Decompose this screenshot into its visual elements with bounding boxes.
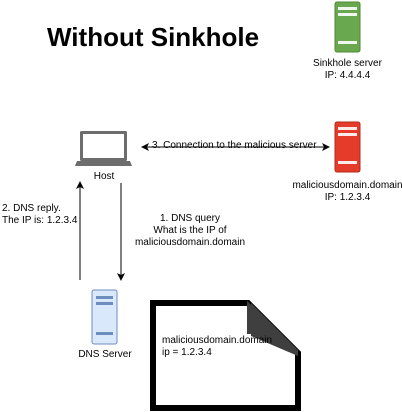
sinkhole-server-ip: IP: 4.4.4.4 [324, 70, 371, 81]
dns-record-text: maliciousdomain.domain ip = 1.2.3.4 [162, 335, 272, 359]
dns-reply-label: 2. DNS reply. The IP is: 1.2.3.4 [2, 203, 77, 227]
dns-query-line-3: maliciousdomain.domain [134, 237, 246, 248]
dns-server-icon [91, 289, 118, 345]
dns-record-domain: maliciousdomain.domain [162, 335, 273, 346]
dns-server-label: DNS Server [78, 349, 132, 360]
malicious-server-label: maliciousdomain.domain IP: 1.2.3.4 [285, 180, 402, 204]
diagram-title: Without Sinkhole [47, 22, 260, 52]
malicious-server-name: maliciousdomain.domain [292, 180, 402, 191]
dns-query-line-1: 1. DNS query [159, 213, 221, 224]
host-label: Host [93, 171, 115, 182]
dns-record-ip: ip = 1.2.3.4 [162, 347, 212, 358]
dns-record-document [150, 300, 301, 411]
sinkhole-server-icon [334, 1, 361, 53]
dns-query-line-2: What is the IP of [153, 225, 227, 236]
dns-query-label: 1. DNS query What is the IP of malicious… [125, 213, 255, 249]
malicious-server-icon [334, 121, 361, 173]
sinkhole-server-label: Sinkhole server IP: 4.4.4.4 [300, 58, 395, 82]
malicious-server-ip: IP: 1.2.3.4 [324, 192, 371, 203]
sinkhole-server-name: Sinkhole server [313, 58, 382, 69]
connection-label: 3. Connection to the malicious server [152, 140, 317, 151]
laptop-icon [75, 131, 132, 166]
dns-reply-line-1: 2. DNS reply. [2, 203, 61, 214]
dns-reply-line-2: The IP is: 1.2.3.4 [2, 215, 78, 226]
